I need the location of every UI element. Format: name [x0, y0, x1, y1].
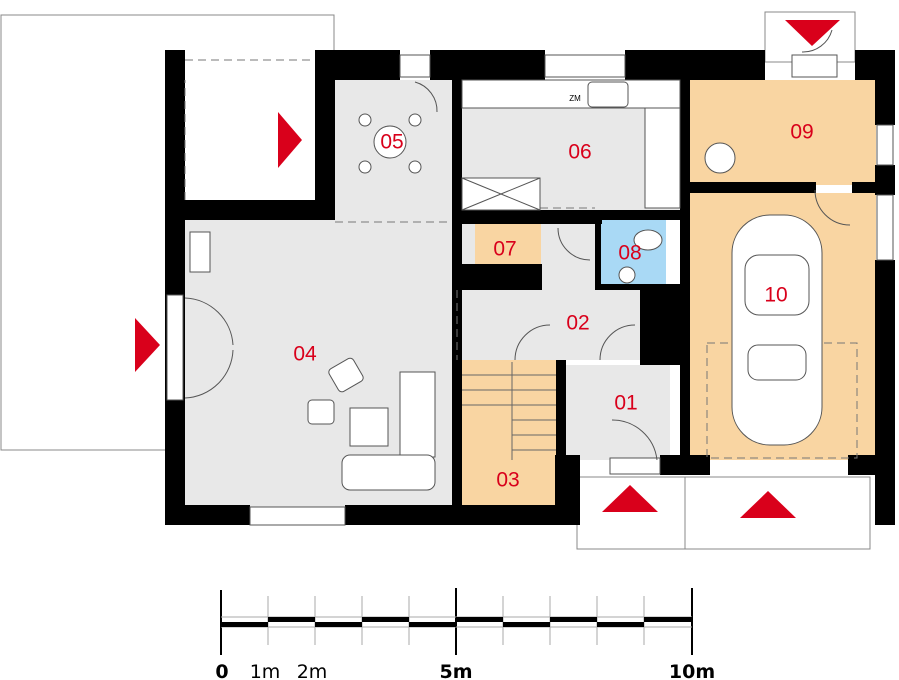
scale-label-0: 0 — [215, 661, 228, 680]
arrow-rear-entry-icon — [785, 20, 840, 46]
fridge-label: ZM — [569, 94, 581, 103]
arrow-terrace-icon — [135, 318, 160, 372]
room-07-label: 07 — [493, 238, 516, 261]
room-02-label: 02 — [566, 312, 589, 335]
scale-label-2m: 2m — [297, 661, 328, 680]
room-04-label: 04 — [293, 343, 317, 366]
room-07-fill — [475, 224, 541, 266]
entrance-porch — [576, 476, 871, 550]
doors — [184, 29, 851, 461]
room-03-fill — [462, 360, 556, 505]
sofa-set — [307, 357, 436, 491]
windows — [166, 54, 894, 526]
kitchen-units: ZM — [461, 79, 681, 211]
scale-bar: 0 1m 2m 5m 10m — [215, 588, 715, 680]
dining-table — [358, 113, 422, 174]
arrow-terrace-icon — [278, 112, 302, 168]
scale-label-5m: 5m — [439, 661, 472, 680]
room-06-label: 06 — [568, 141, 591, 164]
scale-label-10m: 10m — [669, 661, 715, 680]
scale-label-1m: 1m — [250, 661, 281, 680]
room-01-label: 01 — [614, 392, 637, 415]
room-03-label: 03 — [496, 469, 519, 492]
room-10-label: 10 — [764, 284, 787, 307]
room-08-label: 08 — [618, 242, 641, 265]
room-05-label: 05 — [380, 131, 403, 154]
staircase — [462, 362, 556, 460]
room-09-label: 09 — [790, 121, 813, 144]
arrow-entrance-icon — [602, 485, 658, 512]
car — [731, 214, 823, 446]
entrance-arrows — [135, 20, 840, 518]
arrow-garage-icon — [740, 491, 796, 518]
